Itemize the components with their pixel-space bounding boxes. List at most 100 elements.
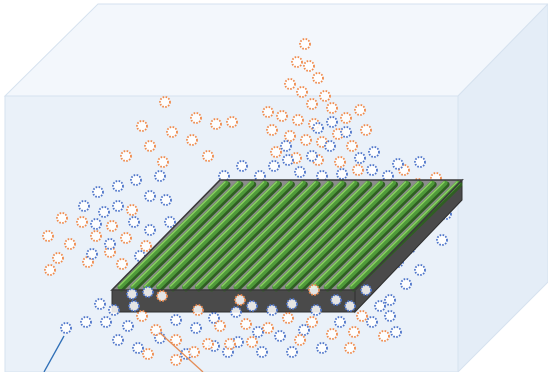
blue-particle <box>266 304 278 316</box>
nanowire-rod <box>233 180 345 290</box>
blue-particle <box>104 238 116 250</box>
blue-particle <box>340 126 352 138</box>
blue-particle <box>306 150 318 162</box>
rod-highlight <box>247 181 355 287</box>
orange-particle <box>106 220 118 232</box>
blue-particle <box>282 154 294 166</box>
orange-particle <box>136 120 148 132</box>
rod-highlight <box>169 181 278 287</box>
nanowire-rod <box>117 180 229 290</box>
orange-particle <box>202 338 214 350</box>
blue-particle <box>112 334 124 346</box>
rod-highlight <box>324 181 432 287</box>
orange-particle <box>326 102 338 114</box>
nanowire-rod <box>323 180 435 290</box>
blue-particle <box>368 146 380 158</box>
nanowire-rod <box>207 180 319 290</box>
orange-particle <box>360 124 372 136</box>
nanowire-rod <box>169 180 281 290</box>
orange-particle <box>90 230 102 242</box>
blue-particle <box>208 312 220 324</box>
orange-particle <box>159 96 171 108</box>
orange-particle <box>64 238 76 250</box>
box-top-face <box>3 3 548 97</box>
orange-particle <box>170 354 182 366</box>
blue-particle <box>190 322 202 334</box>
blue-particle <box>80 316 92 328</box>
blue-particle <box>382 170 394 182</box>
orange-particle <box>291 56 303 68</box>
blue-particle <box>144 224 156 236</box>
orange-particle <box>292 114 304 126</box>
orange-particle <box>44 264 56 276</box>
orange-particle <box>104 246 116 258</box>
blue-particle <box>112 200 124 212</box>
orange-particle <box>116 258 128 270</box>
rod-highlight <box>337 181 445 287</box>
orange-particle <box>378 330 390 342</box>
nanowire-rod <box>349 180 461 290</box>
blue-particle <box>218 170 230 182</box>
blue-particle <box>436 234 448 246</box>
orange-particle <box>240 318 252 330</box>
orange-particle <box>214 320 226 332</box>
rod-array-device <box>110 178 464 314</box>
blue-particle <box>274 330 286 342</box>
blue-particle <box>128 216 140 228</box>
orange-particle <box>210 118 222 130</box>
rod-highlight <box>131 181 239 287</box>
orange-particle <box>352 164 364 176</box>
orange-particle <box>120 232 132 244</box>
particles-behind-device <box>42 38 452 306</box>
orange-particle <box>157 156 169 168</box>
blue-particle <box>230 306 242 318</box>
blue-particle <box>164 216 176 228</box>
blue-particle <box>144 190 156 202</box>
blue-particle <box>316 342 328 354</box>
orange-particle <box>266 124 278 136</box>
orange-particle <box>188 346 200 358</box>
orange-particle <box>190 112 202 124</box>
blue-particle <box>324 140 336 152</box>
nanowire-rod <box>156 180 268 290</box>
blue-particle <box>268 160 280 172</box>
blue-particle <box>366 316 378 328</box>
blue-particle <box>108 304 120 316</box>
blue-particle <box>326 116 338 128</box>
nanowire-rod <box>130 180 242 290</box>
blue-particle <box>286 346 298 358</box>
orange-particle <box>166 126 178 138</box>
device-top-rim <box>110 179 464 291</box>
rod-highlight <box>234 181 342 287</box>
orange-particle <box>284 130 296 142</box>
rod-highlight <box>272 181 381 287</box>
blue-particle <box>354 152 366 164</box>
blue-particle <box>316 170 328 182</box>
blue-particle <box>90 218 102 230</box>
orange-particle <box>348 326 360 338</box>
rod-highlight <box>208 181 316 287</box>
blue-particle <box>130 174 142 186</box>
blue-particle <box>294 166 306 178</box>
nanowire-rod <box>336 180 448 290</box>
blue-particle <box>112 180 124 192</box>
blue-particle <box>92 186 104 198</box>
blue-particle <box>142 286 154 298</box>
blue-particle <box>336 168 348 180</box>
rod-highlight <box>260 181 368 287</box>
orange-particle <box>120 150 132 162</box>
orange-particle <box>306 316 318 328</box>
orange-particle <box>284 78 296 90</box>
blue-particle <box>94 298 106 310</box>
blue-particle <box>384 310 396 322</box>
blue-particle <box>298 324 310 336</box>
orange-particle <box>296 86 308 98</box>
rod-highlight <box>144 181 252 287</box>
orange-particle <box>142 348 154 360</box>
orange-particle <box>354 104 366 116</box>
blue-particle <box>86 248 98 260</box>
blue-particle <box>60 322 72 334</box>
nanowire-rod <box>181 180 293 290</box>
rod-highlight <box>285 181 394 287</box>
particles-in-front-of-device <box>60 284 402 366</box>
